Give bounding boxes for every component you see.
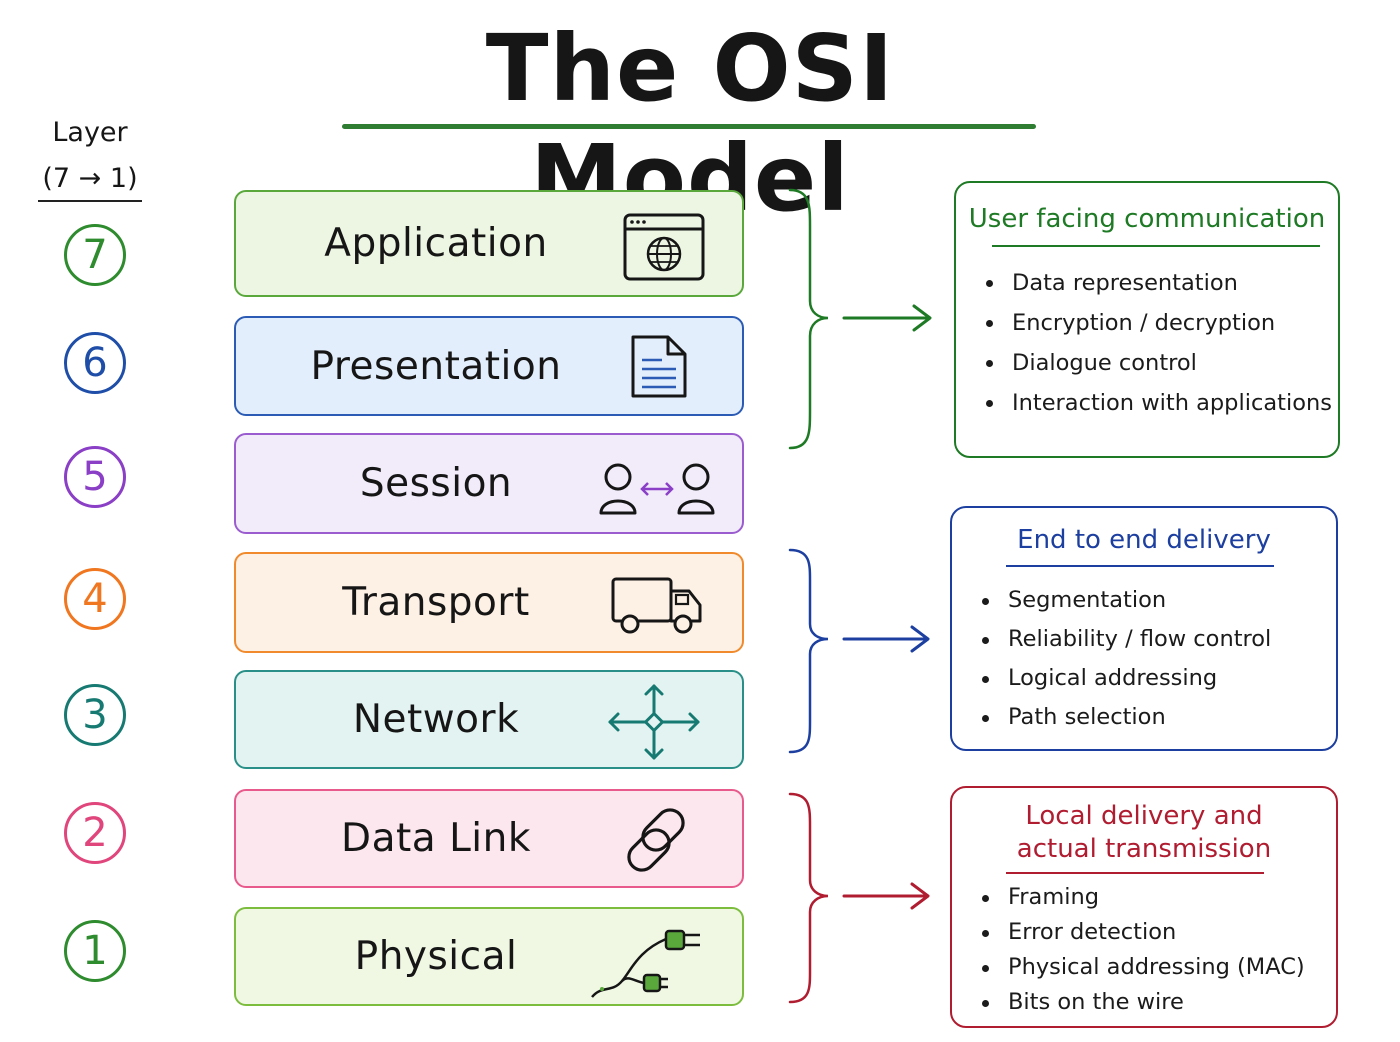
layer-number-1: 1 [64,920,126,982]
list-item: Segmentation [978,581,1271,620]
summary-list: Segmentation Reliability / flow control … [978,581,1271,737]
list-item: Path selection [978,698,1271,737]
layer-number-6: 6 [64,332,126,394]
layer-box-data-link: Data Link [234,789,744,888]
layer-box-physical: Physical [234,907,744,1006]
summary-title-line-1: Local delivery and [1025,801,1263,831]
layer-name-session: Session [359,461,513,506]
summary-box-local-delivery: Local delivery and actual transmission F… [950,786,1338,1028]
layer-name-application: Application [324,221,548,266]
layer-box-session: Session [234,433,744,534]
page-title: The OSI Model [485,15,895,232]
browser-globe-icon [622,212,706,282]
summary-title-underline [1006,565,1274,567]
brace-arrow-group-lower [788,792,930,1004]
layer-number-5: 5 [64,446,126,508]
layer-header-underline [38,200,142,202]
layer-name-transport: Transport [342,580,530,625]
summary-title-underline [1006,872,1264,874]
layer-number-4: 4 [64,568,126,630]
brace-arrow-group-middle [788,548,930,754]
list-item: Reliability / flow control [978,620,1271,659]
layer-name-data-link: Data Link [341,816,531,861]
list-item: Bits on the wire [978,985,1305,1020]
brace-arrow-group-upper [788,188,932,450]
layer-header-range: (7 → 1) [42,163,138,194]
list-item: Framing [978,880,1305,915]
summary-title-line-2: actual transmission [1016,834,1272,864]
layer-name-presentation: Presentation [310,343,562,389]
layer-number-7: 7 [64,224,126,286]
summary-list: Framing Error detection Physical address… [978,880,1305,1020]
title-underline [342,124,1036,129]
summary-box-end-to-end: End to end delivery Segmentation Reliabi… [950,506,1338,751]
four-way-arrows-icon [606,682,702,762]
layer-box-presentation: Presentation [234,316,744,416]
summary-title-underline [992,245,1320,247]
summary-title: User facing communication [968,204,1326,234]
list-item: Encryption / decryption [982,303,1332,343]
layer-box-application: Application [234,190,744,297]
list-item: Dialogue control [982,343,1332,383]
list-item: Data representation [982,263,1332,303]
layer-name-network: Network [352,697,520,742]
summary-box-user-facing: User facing communication Data represent… [954,181,1340,458]
layer-column-header: Layer (7 → 1) [20,110,160,202]
layer-number-3: 3 [64,684,126,746]
chain-link-icon [620,805,694,875]
layer-box-transport: Transport [234,552,744,653]
layer-header-label: Layer [52,117,128,148]
list-item: Physical addressing (MAC) [978,950,1305,985]
two-users-arrow-icon [598,461,718,517]
document-icon [628,334,690,400]
plug-cable-icon [588,921,708,1001]
layer-number-2: 2 [64,802,126,864]
summary-list: Data representation Encryption / decrypt… [982,263,1332,423]
list-item: Logical addressing [978,659,1271,698]
list-item: Interaction with applications [982,383,1332,423]
truck-icon [610,574,704,636]
summary-title: End to end delivery [1017,525,1271,555]
layer-box-network: Network [234,670,744,769]
layer-name-physical: Physical [354,934,518,979]
list-item: Error detection [978,915,1305,950]
